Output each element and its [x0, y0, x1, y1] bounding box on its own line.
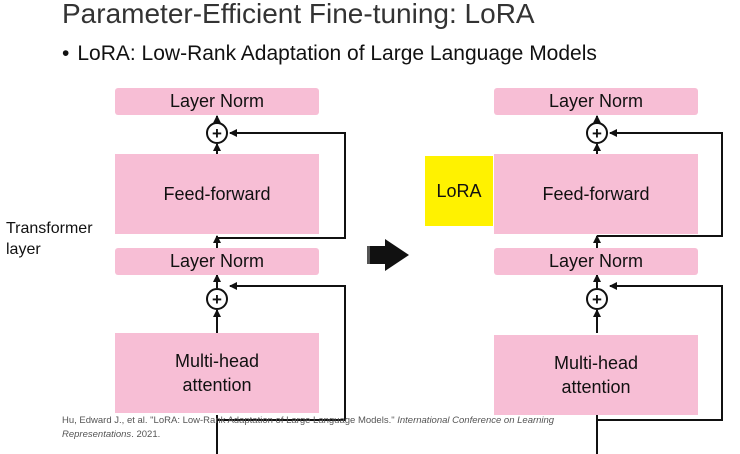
right-residual-ff	[597, 129, 723, 237]
transformer-layer-label: Transformer layer	[6, 218, 93, 260]
right-add-attn-icon: +	[586, 288, 608, 310]
right-feed-forward-label: Feed-forward	[542, 183, 650, 204]
label-line-1: Transformer	[6, 220, 93, 237]
lora-label: LoRA	[436, 180, 482, 201]
left-multi-head-attention: Multi-head attention	[115, 333, 319, 413]
left-layer-norm-top: Layer Norm	[115, 88, 319, 115]
left-layer-norm-mid: Layer Norm	[115, 248, 319, 275]
left-layer-norm-mid-label: Layer Norm	[169, 251, 265, 271]
citation-venue: International Conference on Learning Rep…	[62, 415, 555, 440]
right-layer-norm-mid: Layer Norm	[494, 248, 698, 275]
bullet-text: LoRA: Low-Rank Adaptation of Large Langu…	[77, 42, 597, 65]
right-layer-norm-top-label: Layer Norm	[548, 91, 644, 111]
slide-title: Parameter-Efficient Fine-tuning: LoRA	[62, 0, 535, 29]
right-attn-line-1: Multi-head	[553, 353, 639, 373]
plus-glyph: +	[212, 289, 222, 309]
transform-arrow-icon	[367, 239, 409, 271]
label-line-2: layer	[6, 241, 41, 258]
left-layer-norm-top-label: Layer Norm	[169, 91, 265, 111]
right-residual-attention	[597, 282, 723, 421]
left-residual-ff	[217, 129, 346, 239]
left-feed-forward-label: Feed-forward	[163, 183, 271, 204]
bullet-point: • LoRA: Low-Rank Adaptation of Large Lang…	[62, 42, 597, 66]
left-add-ff-icon: +	[206, 122, 228, 144]
lora-adapter-box: LoRA	[425, 156, 493, 226]
plus-glyph: +	[212, 123, 222, 143]
bullet-marker: •	[62, 42, 70, 65]
right-layer-norm-mid-label: Layer Norm	[548, 251, 644, 271]
left-attn-line-1: Multi-head	[174, 351, 260, 371]
right-attn-line-2: attention	[561, 377, 631, 397]
left-feed-forward: Feed-forward	[115, 154, 319, 234]
right-feed-forward: Feed-forward	[494, 154, 698, 234]
plus-glyph: +	[592, 289, 602, 309]
citation-authors: Hu, Edward J., et al. "LoRA: Low-Rank Ad…	[62, 415, 395, 426]
plus-glyph: +	[592, 123, 602, 143]
citation: Hu, Edward J., et al. "LoRA: Low-Rank Ad…	[62, 414, 602, 442]
citation-year: . 2021.	[131, 429, 161, 440]
left-add-attn-icon: +	[206, 288, 228, 310]
left-residual-attention	[217, 282, 346, 421]
right-layer-norm-top: Layer Norm	[494, 88, 698, 115]
right-add-ff-icon: +	[586, 122, 608, 144]
right-multi-head-attention: Multi-head attention	[494, 335, 698, 415]
left-attn-line-2: attention	[182, 375, 252, 395]
